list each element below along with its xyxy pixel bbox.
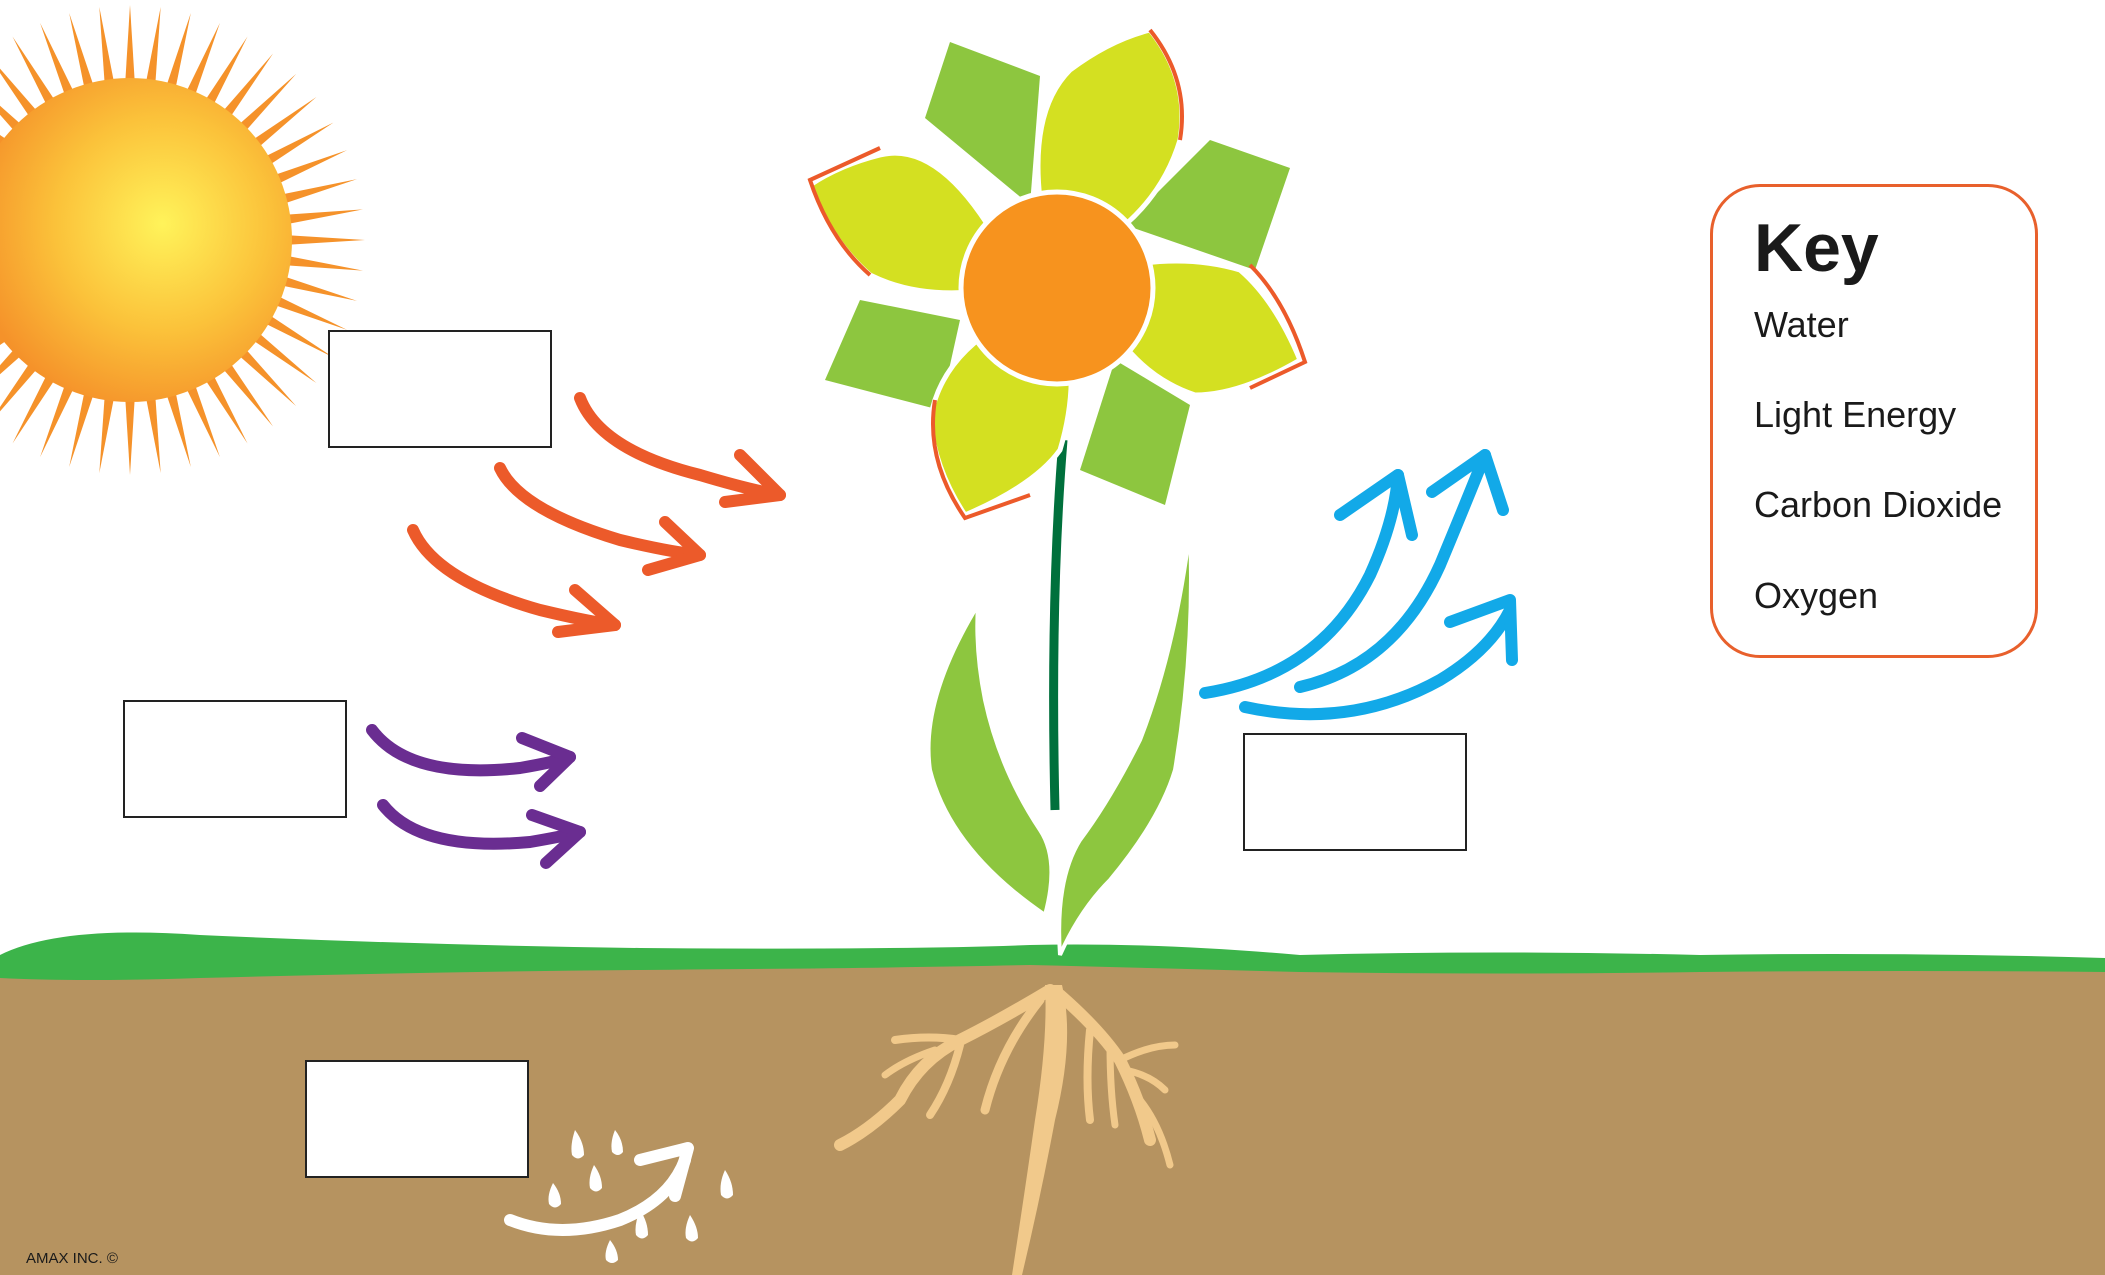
sepal-right-top — [1125, 140, 1290, 270]
water-arrow — [504, 1142, 694, 1236]
sun-ray — [217, 53, 274, 125]
sepal-top-left — [925, 42, 1040, 205]
sun-ray — [277, 209, 363, 226]
sun-ray — [163, 383, 191, 467]
sun-ray — [266, 150, 348, 188]
sun-ray — [245, 327, 317, 384]
flower-center — [958, 189, 1156, 387]
carbon-dioxide-arrows — [366, 724, 586, 869]
sepal-right-bottom — [1080, 360, 1190, 505]
sun-ray — [200, 36, 248, 113]
answer-box-oxygen[interactable] — [1243, 733, 1467, 851]
light-energy-arrow-1 — [574, 392, 786, 508]
sun-ray — [232, 342, 297, 407]
sun-ray — [124, 389, 136, 475]
leaf-right — [1057, 529, 1193, 956]
sun-ray — [257, 310, 334, 358]
sun-ray — [217, 355, 274, 427]
sun-ray — [273, 273, 357, 301]
sun-ray — [277, 254, 363, 271]
water-droplets — [548, 1130, 733, 1263]
key-item-carbon-dioxide: Carbon Dioxide — [1754, 484, 2003, 525]
sun-ray — [245, 96, 317, 153]
light-energy-arrows — [407, 392, 786, 638]
leaf-left — [926, 603, 1054, 919]
sun-ray — [99, 387, 116, 473]
oxygen-arrows — [1199, 449, 1518, 721]
sun-ray — [0, 355, 43, 412]
sun-ray — [257, 122, 334, 170]
oxygen-arrow-3 — [1239, 594, 1518, 721]
sun-ray — [200, 367, 248, 444]
sun-ray — [182, 22, 220, 104]
sun-ray — [99, 7, 116, 93]
sepal-bottom-left — [825, 300, 960, 410]
sun-ray — [12, 367, 60, 444]
sun-ray — [144, 7, 161, 93]
sun-ray — [69, 383, 97, 467]
sun-ray — [40, 22, 78, 104]
answer-box-water[interactable] — [305, 1060, 529, 1178]
carbon-dioxide-arrow-1 — [366, 724, 576, 792]
sun-ray — [12, 36, 60, 113]
carbon-dioxide-arrow-2 — [377, 799, 586, 869]
sun-ray — [0, 68, 43, 125]
sun-ray — [232, 73, 297, 138]
key-item-water: Water — [1754, 304, 1849, 345]
copyright-text: AMAX INC. © — [26, 1250, 118, 1267]
answer-box-light-energy[interactable] — [328, 330, 552, 448]
oxygen-arrow-2 — [1294, 449, 1509, 693]
sun-ray — [124, 5, 136, 91]
sun-ray — [69, 13, 97, 97]
key-panel: Key Water Light Energy Carbon Dioxide Ox… — [1710, 184, 2038, 658]
sun-icon — [0, 5, 365, 475]
flower — [806, 27, 1308, 521]
sun-ray — [163, 13, 191, 97]
sun-disc — [0, 78, 292, 402]
sun-ray — [182, 376, 220, 458]
oxygen-arrow-1 — [1199, 469, 1418, 699]
sun-ray — [279, 234, 365, 246]
answer-box-carbon-dioxide[interactable] — [123, 700, 347, 818]
light-energy-arrow-3 — [407, 524, 621, 638]
sun-rays — [0, 5, 365, 475]
roots — [834, 984, 1179, 1275]
sun-ray — [144, 387, 161, 473]
grass-line — [0, 932, 2105, 980]
stem — [1049, 439, 1068, 811]
light-energy-arrow-2 — [494, 462, 706, 576]
sun-ray — [273, 179, 357, 207]
sun-ray — [266, 292, 348, 330]
petal-right — [1117, 258, 1304, 398]
key-title: Key — [1754, 210, 1879, 286]
key-item-oxygen: Oxygen — [1754, 575, 1879, 616]
sun-ray — [40, 376, 78, 458]
key-item-light-energy: Light Energy — [1754, 394, 1957, 435]
